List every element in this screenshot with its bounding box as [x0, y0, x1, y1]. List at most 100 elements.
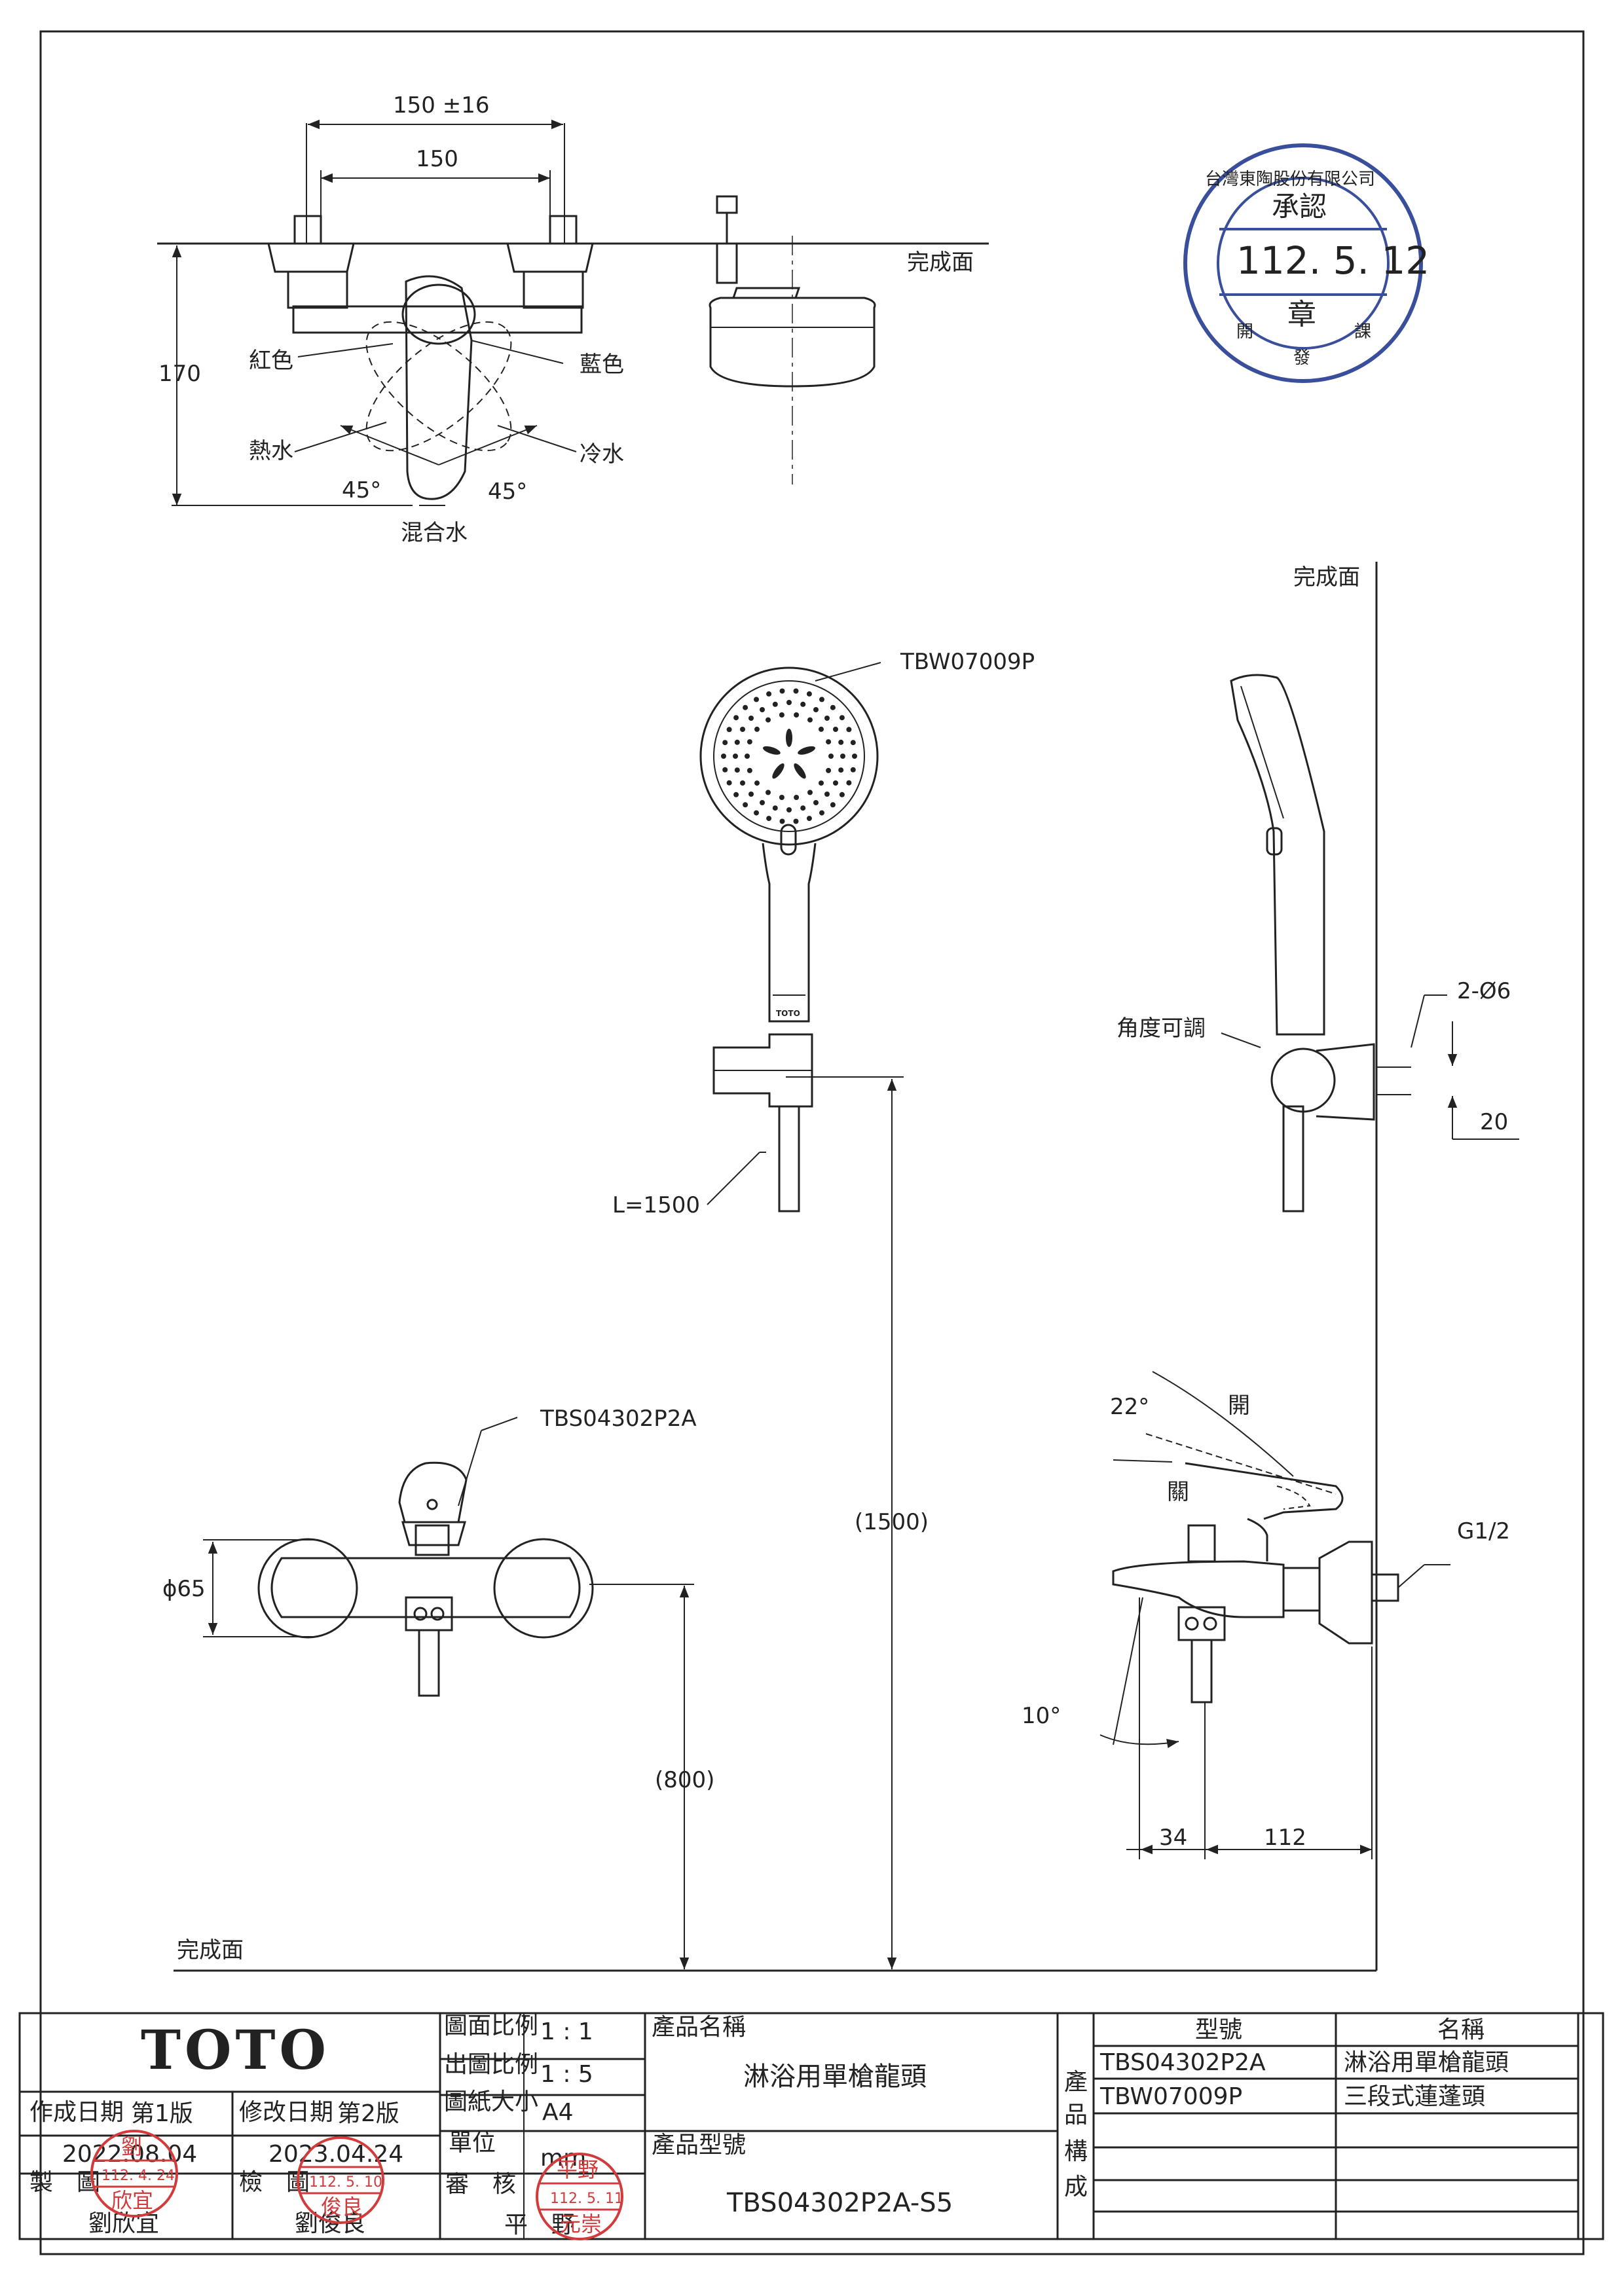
approved-name: 平 野 — [504, 2212, 575, 2238]
revised-label: 修改日期 — [239, 2099, 333, 2126]
nozzle-dot — [830, 802, 836, 808]
brand-logo: TOTO — [141, 2019, 330, 2082]
nozzle-dot — [766, 717, 771, 723]
nozzle-petal — [794, 763, 806, 779]
nozzle-dot — [813, 800, 819, 805]
shower-side-view — [1221, 562, 1519, 1971]
composition-label-4: 成 — [1064, 2174, 1088, 2200]
product-code: TBS04302P2A-S5 — [726, 2188, 953, 2218]
label-red: 紅色 — [249, 348, 293, 374]
finish-surface-top: 完成面 — [907, 249, 974, 276]
mounting-holes: 2-Ø6 — [1457, 978, 1511, 1004]
stamp-drawn-date: 112. 4. 24 — [101, 2168, 175, 2184]
product-code-label: 產品型號 — [652, 2132, 746, 2159]
nozzle-dot — [733, 792, 739, 797]
shower-nozzles — [721, 688, 857, 824]
angle-10: 10° — [1022, 1703, 1061, 1729]
nozzle-dot — [838, 767, 844, 773]
nozzle-dot — [733, 715, 739, 721]
nozzle-dot — [838, 739, 844, 745]
stamp-approved-name: 元崇 — [560, 2212, 602, 2236]
nozzle-dot — [766, 816, 772, 822]
nozzle-dot — [766, 691, 772, 697]
dim-1500: (1500) — [855, 1509, 929, 1535]
nozzle-dot — [779, 688, 785, 694]
nozzle-dot — [826, 739, 832, 745]
nozzle-dot — [754, 780, 760, 786]
faucet-diameter: ϕ65 — [162, 1576, 206, 1602]
dim-height: 170 — [158, 361, 201, 387]
nozzle-dot — [830, 704, 836, 710]
component-name-1: 淋浴用單槍龍頭 — [1344, 2049, 1509, 2076]
dim-34: 34 — [1159, 1825, 1187, 1851]
composition-label-1: 產 — [1064, 2069, 1088, 2096]
nozzle-dot — [772, 701, 778, 707]
nozzle-dot — [800, 805, 806, 811]
approval-stamp — [1183, 143, 1423, 383]
nozzle-dot — [721, 754, 726, 759]
stamp-approved-date: 112. 5. 11 — [550, 2191, 623, 2207]
dim-112: 112 — [1264, 1825, 1306, 1851]
stamp-dept-mid: 發 — [1293, 348, 1310, 368]
nozzle-petal — [772, 763, 784, 779]
nozzle-dot — [819, 697, 824, 702]
scale-print: 1 : 5 — [540, 2061, 593, 2088]
nozzle-dot — [760, 707, 765, 712]
nozzle-dot — [733, 754, 738, 759]
col-model: 型號 — [1195, 2016, 1242, 2043]
scale-drawing: 1 : 1 — [540, 2018, 593, 2045]
angle-adjustable: 角度可調 — [1116, 1015, 1206, 1042]
nozzle-dot — [748, 792, 754, 797]
stamp-approved-top: 平野 — [557, 2157, 599, 2182]
dim-inner: 150 — [416, 146, 458, 172]
nozzle-petal — [762, 746, 781, 755]
nozzle-petal — [798, 746, 816, 755]
created-version: 第1版 — [131, 2100, 193, 2127]
nozzle-dot — [779, 795, 784, 800]
nozzle-dot — [740, 727, 745, 732]
nozzle-dot — [754, 726, 760, 732]
nozzle-dot — [793, 818, 799, 824]
nozzle-dot — [819, 810, 824, 816]
nozzle-dot — [722, 740, 728, 746]
nozzle-dot — [786, 700, 792, 705]
top-view — [157, 119, 989, 506]
nozzle-dot — [806, 691, 812, 697]
paper-label: 圖紙大小 — [444, 2088, 538, 2115]
nozzle-dot — [734, 767, 740, 773]
stamp-date: 112. 5. 12 — [1236, 238, 1430, 283]
nozzle-dot — [754, 810, 759, 816]
nozzle-dot — [772, 805, 778, 811]
nozzle-dot — [833, 727, 838, 732]
finish-surface-side: 完成面 — [1293, 564, 1360, 591]
nozzle-dot — [806, 816, 812, 822]
stamp-drawn-top: 劉 — [121, 2134, 142, 2159]
title-block-grid — [18, 2012, 1604, 2240]
label-closed: 關 — [1167, 1479, 1189, 1505]
scale-drawing-label: 圖面比例 — [444, 2013, 538, 2039]
scale-print-label: 出圖比例 — [444, 2051, 538, 2078]
nozzle-dot — [745, 754, 750, 759]
unit-label: 單位 — [449, 2130, 496, 2157]
nozzle-dot — [840, 754, 845, 759]
connection-size: G1/2 — [1457, 1518, 1510, 1544]
nozzle-dot — [793, 688, 799, 694]
faucet-model: TBS04302P2A — [540, 1406, 697, 1432]
col-name: 名稱 — [1437, 2016, 1485, 2043]
label-mixed: 混合水 — [401, 520, 468, 546]
nozzle-dot — [824, 716, 830, 721]
label-cold: 冷水 — [580, 441, 624, 467]
nozzle-dot — [824, 792, 830, 797]
composition-label-3: 構 — [1064, 2138, 1088, 2165]
shower-model: TBW07009P — [900, 649, 1035, 675]
label-hot: 熱水 — [249, 438, 293, 464]
stamp-checked-name: 俊良 — [321, 2195, 363, 2219]
nozzle-dot — [747, 767, 752, 773]
nozzle-dot — [740, 780, 745, 786]
nozzle-dot — [779, 818, 785, 824]
angle-22: 22° — [1110, 1394, 1149, 1420]
stamp-dept-left: 開 — [1236, 322, 1253, 342]
nozzle-dot — [747, 739, 752, 745]
angle-right: 45° — [488, 479, 527, 505]
